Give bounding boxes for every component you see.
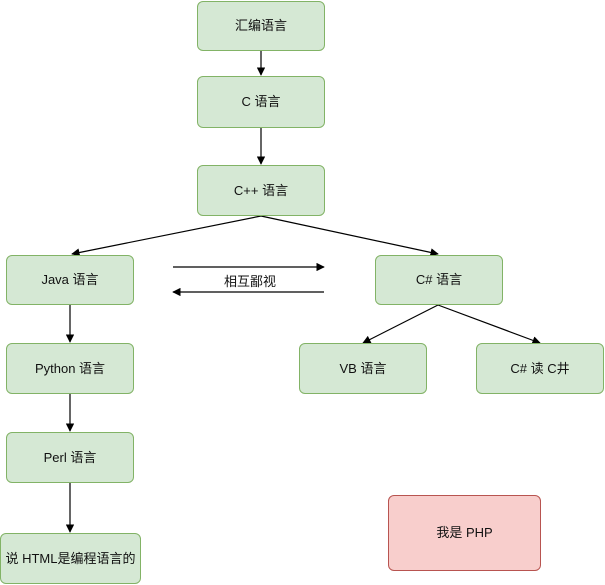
edge-cpp-csharp — [260, 215, 439, 257]
node-csharp: C# 语言 — [375, 255, 503, 305]
edge-csharp-vb — [362, 304, 439, 344]
node-vb: VB 语言 — [299, 343, 427, 394]
node-asm: 汇编语言 — [197, 1, 325, 51]
node-php: 我是 PHP — [388, 495, 541, 571]
node-cpp: C++ 语言 — [197, 165, 325, 216]
node-perl: Perl 语言 — [6, 432, 134, 483]
node-csharp-read: C# 读 C井 — [476, 343, 604, 394]
mutual-disdain-label: 相互鄙视 — [223, 274, 276, 289]
node-python: Python 语言 — [6, 343, 134, 394]
node-java: Java 语言 — [6, 255, 134, 305]
edge-cpp-java — [71, 215, 262, 257]
edge-csharp-read — [437, 304, 541, 345]
node-c: C 语言 — [197, 76, 325, 128]
node-html: 说 HTML是编程语言的 — [0, 533, 141, 584]
